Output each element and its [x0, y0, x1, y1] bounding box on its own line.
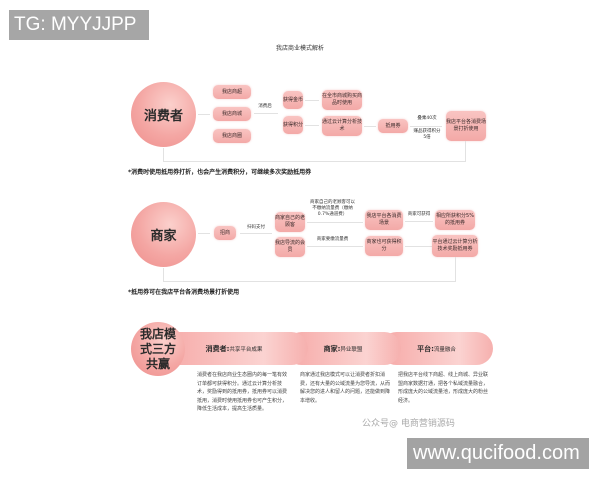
loop-line — [455, 257, 456, 281]
box-mall: 我店商城 — [213, 107, 251, 121]
win-label: 我店模式三方共赢 — [139, 326, 176, 371]
band-merchant-title: 商家: — [323, 344, 341, 353]
diagram-title: 我店商业模式解析 — [275, 45, 324, 52]
merchant-gain-label: 商家可获得 — [407, 212, 431, 217]
box-voucher: 抵用券 — [378, 119, 408, 133]
connector — [198, 233, 210, 234]
box-merchant-points: 商家也可获得积分 — [365, 236, 403, 256]
win-circle: 我店模式三方共赢 — [131, 322, 185, 376]
box-use-mall: 在全市商城购买商品时使用 — [322, 90, 362, 110]
label-stack: 叠乘40次 — [417, 116, 437, 121]
box-scene: 我店平台各消费场景 — [365, 210, 403, 230]
box-circle: 我店商圈 — [213, 129, 251, 143]
connector — [405, 246, 433, 247]
loop-line — [163, 161, 466, 162]
platform-paragraph: 把我店平台线下商超、线上商城、异业联盟商家数据打通，把各个私域流量融合，形成庞大… — [398, 372, 489, 404]
box-five-percent: 相应所获积分5%的抵用券 — [435, 210, 475, 230]
loop-line — [163, 281, 456, 282]
merchant-label: 商家 — [150, 229, 177, 244]
connector — [254, 113, 278, 114]
merchant-paragraph: 商家通过我店模式可以让消费者折扣消费，还有大量的公域流量为您导流，从而解决您的进… — [300, 372, 391, 404]
merchant-circle: 商家 — [131, 202, 196, 267]
consumer-circle: 消费者 — [131, 82, 196, 147]
box-member: 我店导流的会员 — [275, 237, 305, 257]
box-gold: 获得金币 — [283, 91, 303, 109]
box-points: 获得积分 — [283, 116, 303, 134]
consume-label: 消费后 — [258, 104, 272, 109]
connector — [410, 126, 442, 127]
connector — [305, 100, 319, 101]
note-old-customer: 商家自己的老顾客可以不缴纳流量费（缴纳0.7%通道费） — [310, 200, 355, 217]
note-traffic-fee: 商家要缴流量费 — [316, 237, 349, 242]
band-consumer-sub: 共享平台成果 — [229, 346, 263, 353]
loop-arrow — [163, 268, 164, 281]
connector — [364, 126, 376, 127]
connector — [305, 125, 319, 126]
band-consumer-title: 消费者: — [205, 344, 230, 353]
box-supermarket: 我店商超 — [213, 85, 251, 99]
band-merchant-sub: 异业联盟 — [340, 346, 363, 353]
merchant-note: *抵用券可在我店平台各消费场景打折使用 — [128, 289, 240, 296]
loop-arrow — [163, 148, 164, 161]
band-platform-sub: 流量融合 — [433, 346, 456, 353]
connector — [240, 233, 272, 234]
label-points: 赚品获得积分5倍 — [413, 129, 441, 140]
box-recruit: 招商 — [214, 226, 236, 240]
pay-label: 扫码支付 — [247, 225, 265, 230]
loop-line — [465, 141, 466, 161]
wechat-watermark: 公众号@ 电商营销源码 — [362, 419, 455, 429]
consumer-paragraph: 消费者在我店商业生态圈内的每一笔有效订单都可获得积分。通过云计算分析技术，奖励得… — [197, 372, 288, 412]
box-old-customer: 商家自己的老顾客 — [275, 212, 305, 232]
connector — [307, 246, 363, 247]
consumer-note: *消费时使用抵用券打折，也会产生消费积分，可继续多次奖励抵用券 — [128, 169, 312, 176]
box-cloud: 通过云计算分析技术 — [322, 116, 362, 136]
watermark-tg: TG: MYYJJPP — [9, 10, 149, 40]
watermark-site: www.qucifood.com — [407, 438, 589, 469]
box-cloud-reward: 平台通过云计算分析技术奖励抵用券 — [432, 235, 478, 257]
connector — [405, 221, 433, 222]
consumer-label: 消费者 — [143, 109, 183, 124]
box-final-discount: 我店平台各消费场景打折使用 — [446, 111, 486, 141]
connector — [198, 114, 210, 115]
connector — [307, 222, 363, 223]
band-platform-title: 平台: — [417, 344, 434, 353]
